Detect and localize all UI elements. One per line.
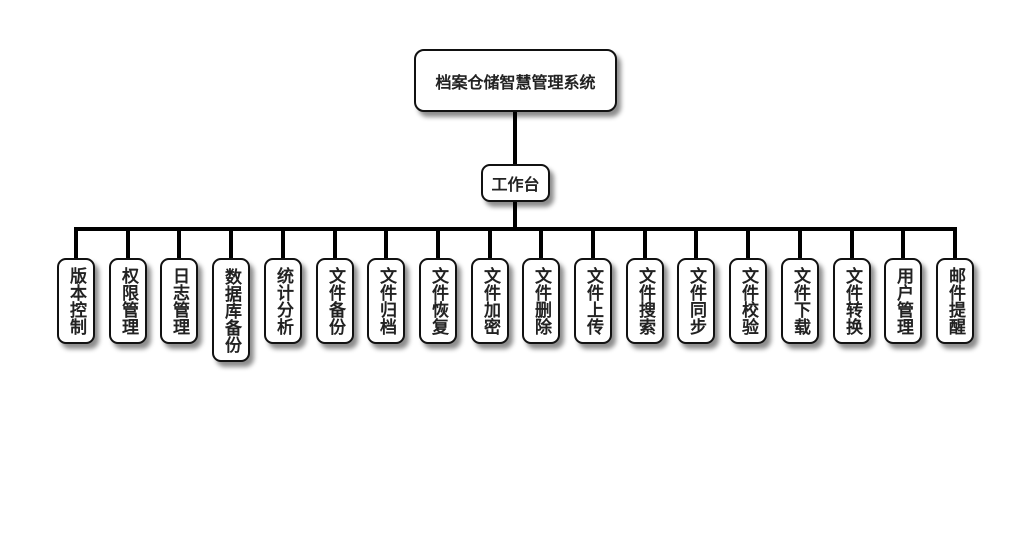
module-node-label: 文件搜索 xyxy=(635,267,655,335)
module-node: 文件恢复 xyxy=(419,258,457,344)
connector-drop xyxy=(281,229,285,259)
module-node-label: 文件转换 xyxy=(842,267,862,335)
module-node: 邮件提醒 xyxy=(936,258,974,344)
module-node: 文件同步 xyxy=(677,258,715,344)
connector-drop xyxy=(177,229,181,259)
hub-node: 工作台 xyxy=(481,164,550,202)
module-node: 文件转换 xyxy=(833,258,871,344)
module-node-label: 统计分析 xyxy=(273,267,293,335)
module-node: 文件上传 xyxy=(574,258,612,344)
connector-drop xyxy=(333,229,337,259)
module-node: 文件备份 xyxy=(316,258,354,344)
connector-drop xyxy=(901,229,905,259)
module-node: 数据库备份 xyxy=(212,258,250,362)
connector-drop xyxy=(229,229,233,259)
module-node-label: 文件删除 xyxy=(531,267,551,335)
module-node-label: 日志管理 xyxy=(169,267,189,335)
module-node-label: 版本控制 xyxy=(66,267,86,335)
module-node-label: 数据库备份 xyxy=(221,267,241,353)
connector-drop xyxy=(850,229,854,259)
module-node: 日志管理 xyxy=(160,258,198,344)
module-node: 用户管理 xyxy=(884,258,922,344)
module-node: 文件加密 xyxy=(471,258,509,344)
module-node-label: 文件下载 xyxy=(790,267,810,335)
module-node-label: 文件恢复 xyxy=(428,267,448,335)
module-node: 文件删除 xyxy=(522,258,560,344)
connector-drop xyxy=(953,229,957,259)
connector-drop xyxy=(746,229,750,259)
module-node: 文件校验 xyxy=(729,258,767,344)
module-node-label: 权限管理 xyxy=(118,267,138,335)
root-node: 档案仓储智慧管理系统 xyxy=(414,49,617,112)
module-node: 文件归档 xyxy=(367,258,405,344)
module-node-label: 文件校验 xyxy=(738,267,758,335)
module-node: 文件下载 xyxy=(781,258,819,344)
module-node-label: 文件加密 xyxy=(480,267,500,335)
module-node-label: 邮件提醒 xyxy=(945,267,965,335)
module-node: 文件搜索 xyxy=(626,258,664,344)
connector-drop xyxy=(384,229,388,259)
connector-drop xyxy=(436,229,440,259)
connector-drop xyxy=(126,229,130,259)
hub-node-label: 工作台 xyxy=(491,175,540,194)
module-node-label: 文件备份 xyxy=(325,267,345,335)
module-node-label: 用户管理 xyxy=(893,267,913,335)
root-node-label: 档案仓储智慧管理系统 xyxy=(435,72,596,92)
connector-drop xyxy=(591,229,595,259)
connector-bus xyxy=(74,227,957,231)
connector-drop xyxy=(74,229,78,259)
connector-drop xyxy=(694,229,698,259)
connector-hub-to-bus xyxy=(513,202,517,230)
connector-drop xyxy=(488,229,492,259)
connector-drop xyxy=(539,229,543,259)
connector-drop xyxy=(798,229,802,259)
connector-drop xyxy=(643,229,647,259)
module-node: 统计分析 xyxy=(264,258,302,344)
module-node-label: 文件同步 xyxy=(686,267,706,335)
module-node-label: 文件上传 xyxy=(583,267,603,335)
connector-root-to-hub xyxy=(513,112,517,164)
module-node-label: 文件归档 xyxy=(376,267,396,335)
module-node: 版本控制 xyxy=(57,258,95,344)
module-node: 权限管理 xyxy=(109,258,147,344)
